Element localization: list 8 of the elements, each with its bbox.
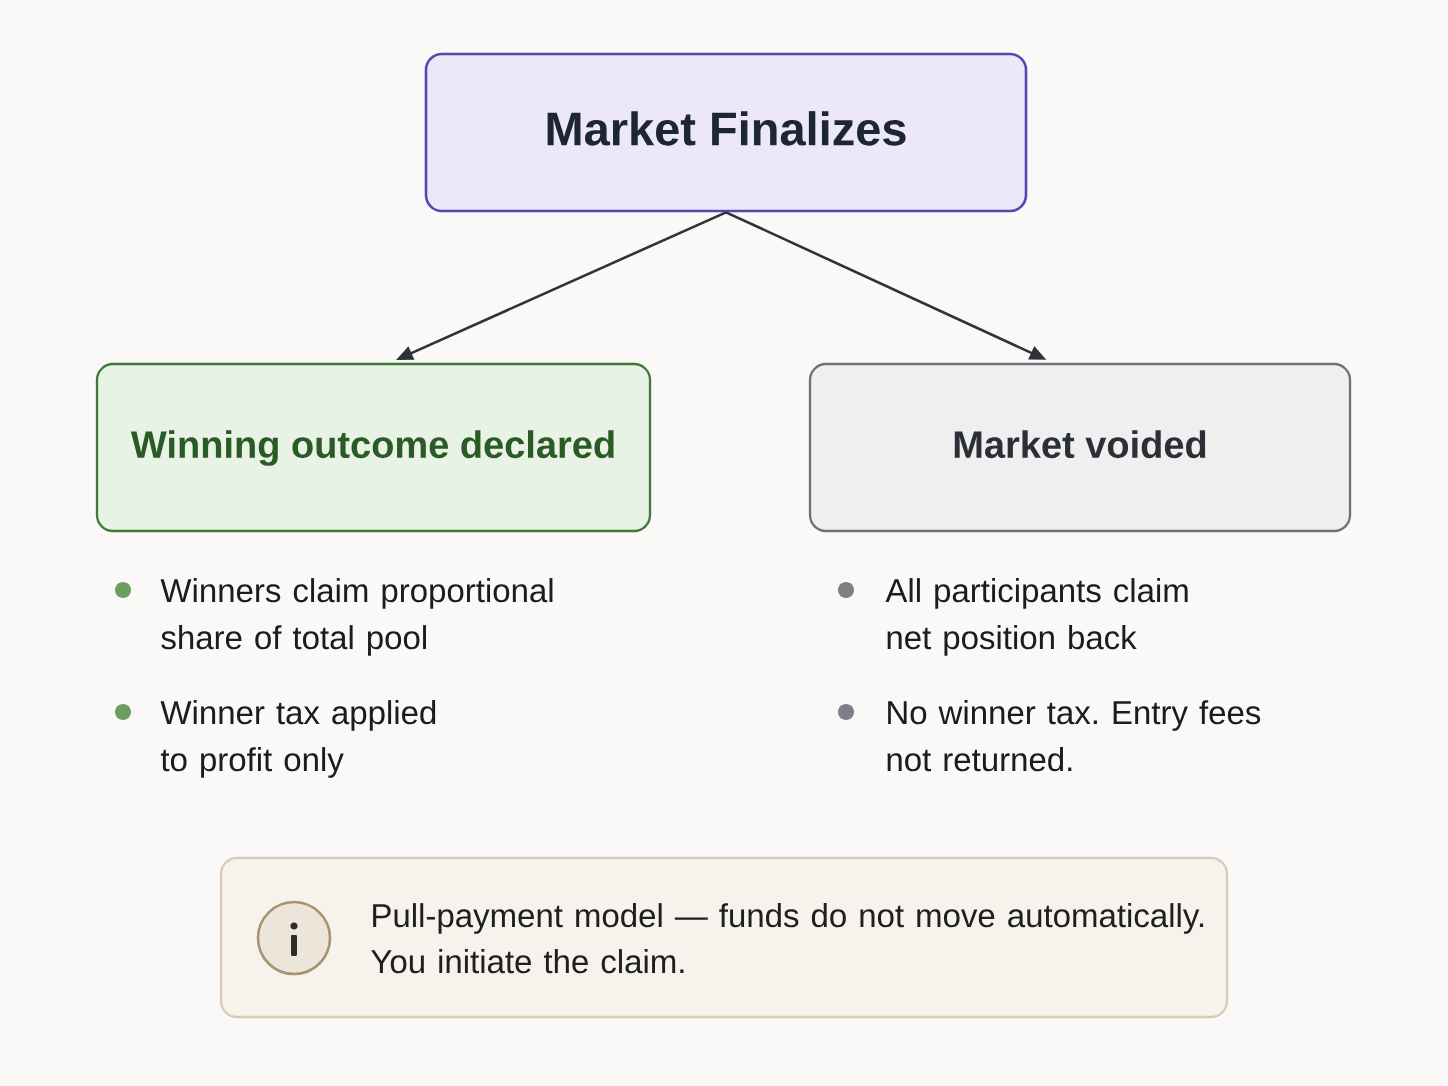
outcome-box: Market voided	[808, 362, 1352, 533]
bullet-text: Winner tax applied to profit only	[160, 700, 436, 778]
process-box: Market Finalizes	[424, 52, 1028, 213]
outcome-box: Winning outcome declared	[95, 362, 652, 533]
bullet-text: No winner tax. Entry fees not returned.	[887, 700, 1261, 772]
note-box: Pull-payment model — funds do not move automatically. You initiate the claim.	[219, 856, 1229, 1019]
bullet-text: All participants claim net position back	[885, 578, 1188, 656]
bullet-text: Winners claim proportional share of total pool	[160, 578, 553, 656]
